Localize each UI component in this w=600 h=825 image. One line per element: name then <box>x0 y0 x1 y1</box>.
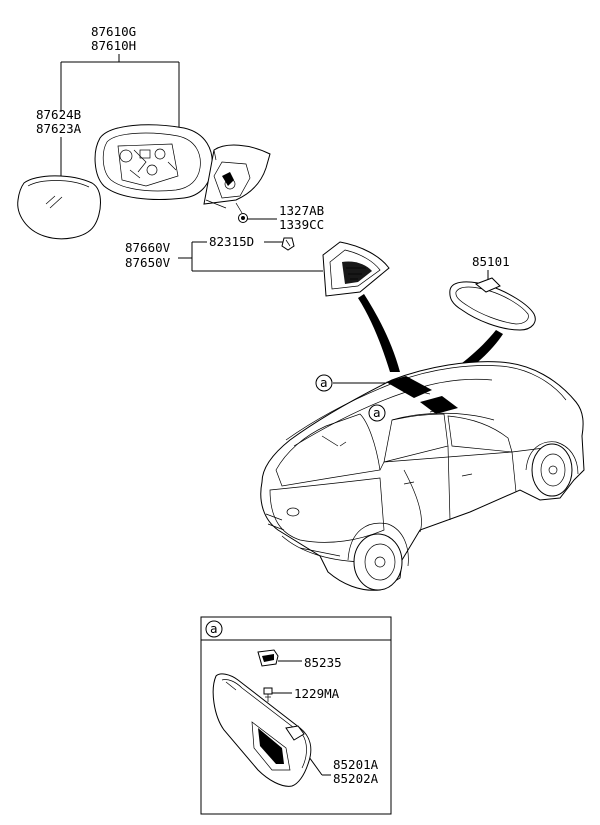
visor-screw-part <box>263 687 273 702</box>
mirror-glass <box>17 175 101 240</box>
inside-rear-view-mirror <box>449 277 536 331</box>
label-sun-visor-1: 85201A <box>333 757 379 772</box>
clip-part <box>281 237 295 251</box>
label-inside-mirror: 85101 <box>472 254 510 269</box>
detail-tag-label: a <box>210 621 218 636</box>
label-visor-holder: 85235 <box>304 655 342 670</box>
label-sun-visor-2: 85202A <box>333 771 379 786</box>
ref-a-label-2: a <box>373 405 381 420</box>
ref-a-marker-2: a <box>368 404 386 422</box>
label-mirror-assy-2: 87610H <box>91 38 136 53</box>
label-clip: 82315D <box>209 234 254 249</box>
label-bolt-2: 1339CC <box>279 217 324 232</box>
visor-holder-part <box>257 649 279 667</box>
ref-a-label-1: a <box>320 375 328 390</box>
sun-visor-part <box>212 673 312 787</box>
label-bolt-1: 1327AB <box>279 203 324 218</box>
outside-mirror-housing <box>94 124 271 209</box>
car-illustration <box>260 361 585 591</box>
bolt-part <box>235 202 248 223</box>
ref-a-marker-1: a <box>315 374 333 392</box>
delta-cover <box>322 241 390 297</box>
label-visor-screw: 1229MA <box>294 686 340 701</box>
label-cover-1: 87660V <box>125 240 171 255</box>
label-mirror-glass-1: 87624B <box>36 107 81 122</box>
label-cover-2: 87650V <box>125 255 171 270</box>
detail-box: a <box>200 616 392 815</box>
label-mirror-glass-2: 87623A <box>36 121 82 136</box>
label-mirror-assy-1: 87610G <box>91 24 136 39</box>
